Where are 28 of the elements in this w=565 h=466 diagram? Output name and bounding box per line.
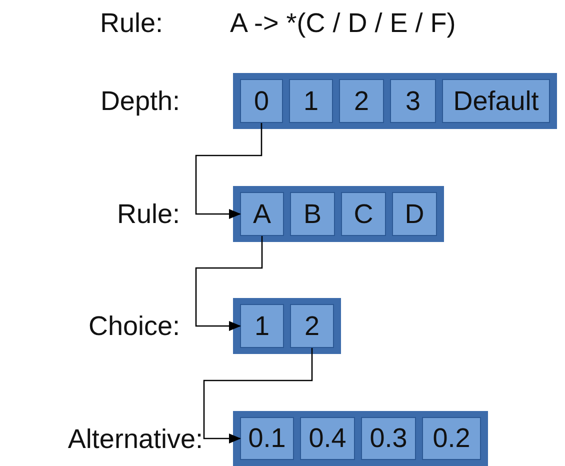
array-cell: 0.1 xyxy=(240,417,294,460)
arrow xyxy=(195,123,262,219)
row-label: Depth: xyxy=(100,85,180,117)
row-label: Choice: xyxy=(88,310,180,342)
array-cell: 0.3 xyxy=(361,417,416,460)
array-cell: 0 xyxy=(240,79,283,123)
array-box xyxy=(233,298,341,354)
array-cell: C xyxy=(341,192,386,236)
array-cell: 1 xyxy=(289,79,333,123)
arrow xyxy=(203,348,313,444)
array-cell: 0.2 xyxy=(422,417,481,460)
rule-expression: A -> *(C / D / E / F) xyxy=(230,7,456,39)
array-cell: A xyxy=(240,192,284,236)
row-label: Alternative: xyxy=(68,423,203,455)
rule-label: Rule: xyxy=(100,7,164,39)
array-cell: 3 xyxy=(390,79,436,123)
array-cell: 1 xyxy=(240,304,284,348)
array-box xyxy=(233,186,444,242)
array-cell: 0.4 xyxy=(300,417,355,460)
array-cell: 2 xyxy=(290,304,334,348)
arrow xyxy=(195,236,263,331)
array-box xyxy=(233,411,488,466)
array-cell: Default xyxy=(442,79,550,123)
row-label: Rule: xyxy=(116,198,180,230)
array-box xyxy=(233,73,557,129)
array-cell: 2 xyxy=(339,79,384,123)
array-cell: D xyxy=(392,192,437,236)
array-cell: B xyxy=(290,192,335,236)
